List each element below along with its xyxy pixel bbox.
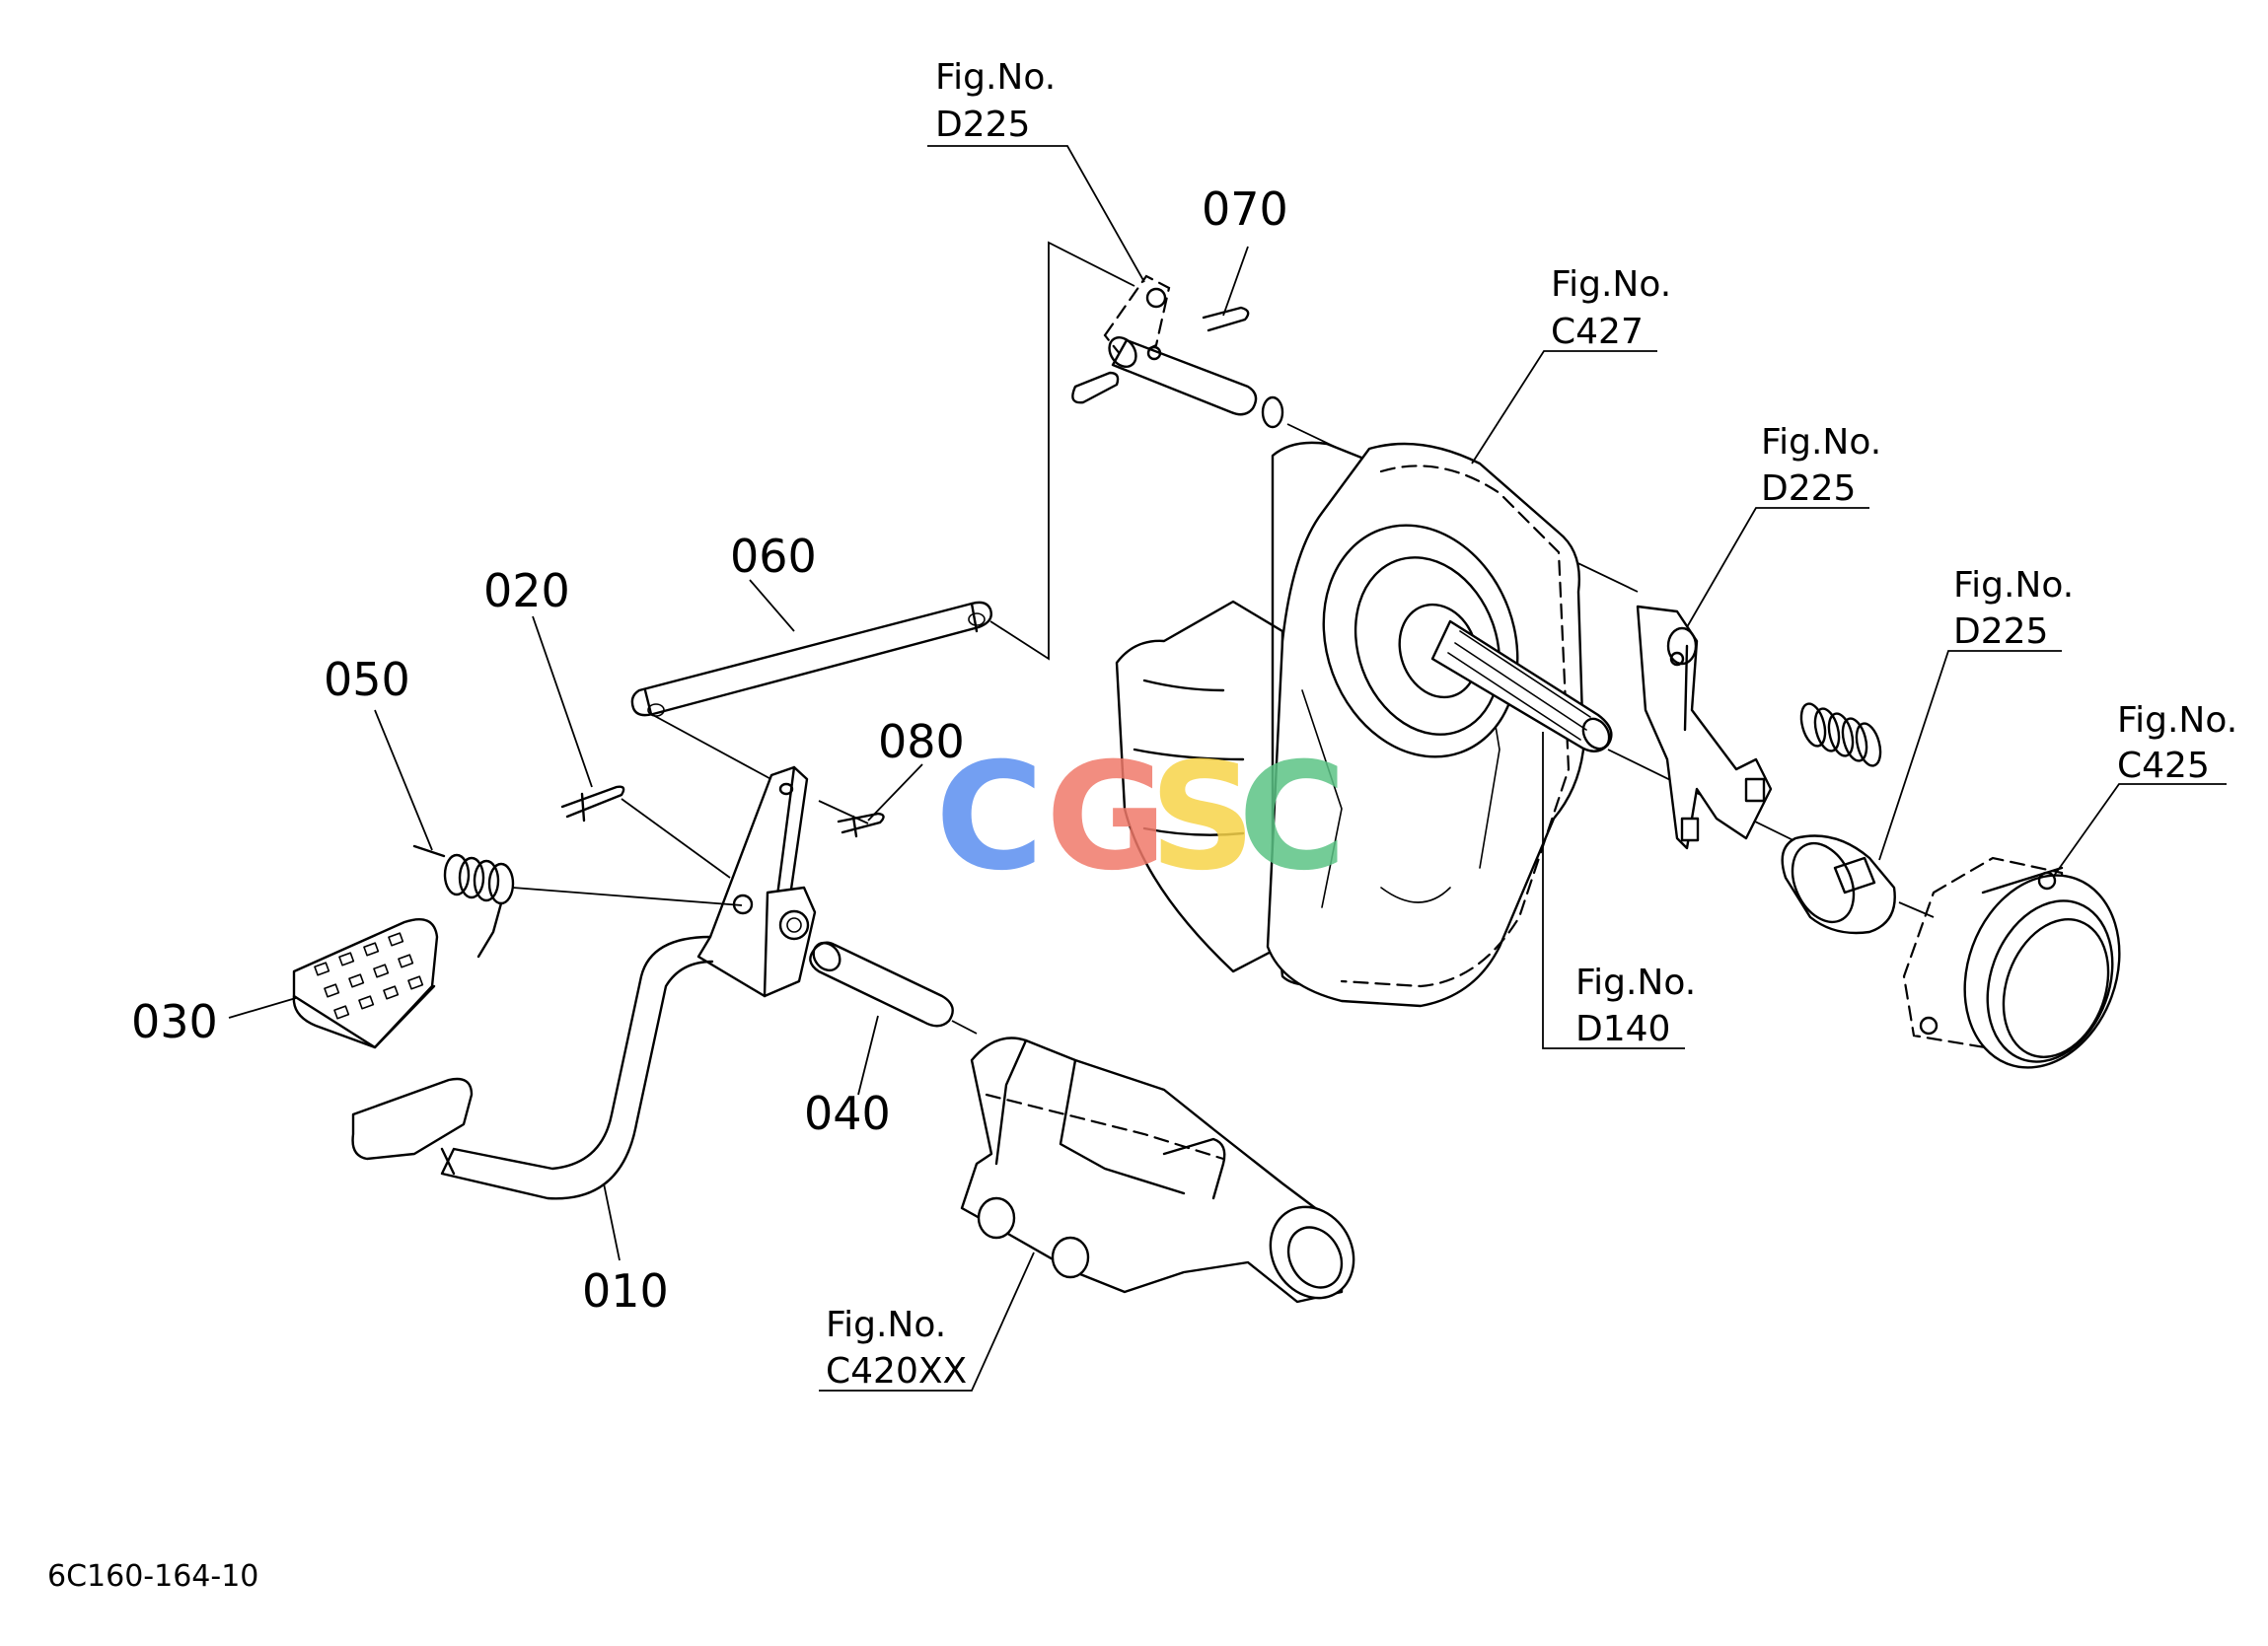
ref-c427-code: C427 bbox=[1551, 312, 1644, 352]
pin-080-drawing bbox=[837, 812, 885, 838]
leader-lines bbox=[228, 145, 2227, 1392]
ref-c420xx-fig: Fig.No. bbox=[826, 1305, 946, 1345]
watermark-letter-1: C bbox=[935, 732, 1044, 903]
rod-060-drawing bbox=[630, 601, 992, 717]
shaft-040-drawing bbox=[809, 941, 978, 1035]
part-label-080: 080 bbox=[878, 715, 965, 768]
cgsc-watermark: C G S C bbox=[935, 732, 1347, 903]
shift-fork-drawing bbox=[1636, 605, 1773, 850]
clutch-housing-drawing bbox=[1115, 441, 1806, 1008]
pin-020-drawing bbox=[560, 785, 731, 879]
ref-c425-fig: Fig.No. bbox=[2117, 700, 2237, 741]
ref-d225-right-fig: Fig.No. bbox=[1953, 565, 2074, 606]
ref-d225-mid-code: D225 bbox=[1761, 468, 1856, 509]
transmission-case-drawing bbox=[960, 1037, 1355, 1304]
ref-d225-right-code: D225 bbox=[1953, 611, 2048, 652]
ref-c420xx-code: C420XX bbox=[826, 1351, 967, 1392]
part-label-070: 070 bbox=[1202, 182, 1288, 236]
watermark-letter-3: S bbox=[1149, 732, 1256, 903]
diagram-code: 6C160-164-10 bbox=[47, 1559, 258, 1594]
bearing-holder-drawing bbox=[1902, 856, 2121, 1069]
part-label-060: 060 bbox=[730, 530, 817, 583]
ref-c425-code: C425 bbox=[2117, 746, 2210, 786]
ref-c427-fig: Fig.No. bbox=[1551, 264, 1671, 305]
ref-d140-fig: Fig.No. bbox=[1575, 963, 1696, 1003]
pedal-arm-010-drawing bbox=[440, 935, 714, 1200]
ref-d225-top-fig: Fig.No. bbox=[935, 57, 1056, 98]
part-label-030: 030 bbox=[131, 995, 218, 1048]
ref-d225-mid-fig: Fig.No. bbox=[1761, 422, 1881, 463]
shift-hub-drawing bbox=[1781, 834, 1935, 935]
part-label-040: 040 bbox=[804, 1087, 891, 1140]
pedal-pad-030-drawing bbox=[292, 917, 474, 1161]
watermark-letter-2: G bbox=[1046, 732, 1167, 903]
ref-d225-top-code: D225 bbox=[935, 105, 1030, 145]
part-label-050: 050 bbox=[324, 653, 410, 706]
ref-d140-code: D140 bbox=[1575, 1009, 1670, 1049]
spring-050-drawing bbox=[412, 844, 743, 959]
part-label-020: 020 bbox=[483, 564, 570, 617]
pedal-arm-plate-drawing bbox=[696, 765, 817, 998]
watermark-letter-4: C bbox=[1238, 732, 1347, 903]
part-label-010: 010 bbox=[582, 1264, 669, 1318]
spring-d225-drawing bbox=[1799, 702, 1882, 767]
